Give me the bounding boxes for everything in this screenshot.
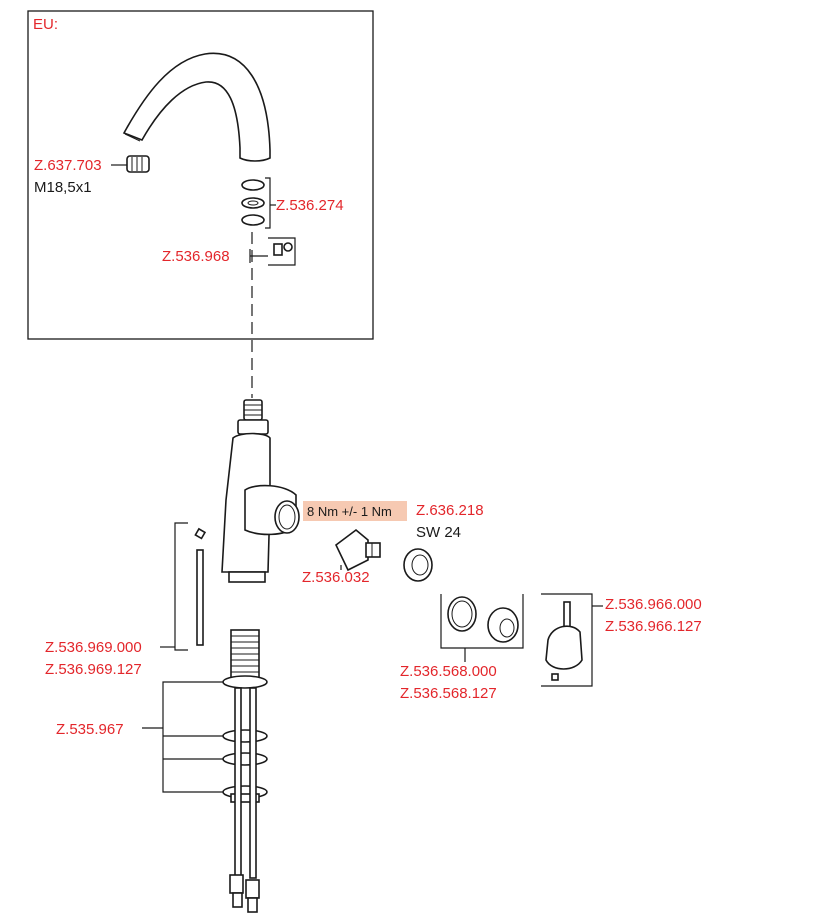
aerator-drawing (126, 155, 150, 173)
handle-part-number: Z.536.966.000 (605, 596, 702, 613)
top-connector-drawing (237, 399, 269, 435)
aerator-thread-size: M18,5x1 (34, 179, 92, 196)
cover-kit-part-number: Z.536.568.000 (400, 663, 497, 680)
cartridge-drawing (334, 528, 381, 572)
cartridge-nut-part-number: Z.636.218 (416, 502, 484, 519)
rod-kit-drawing (174, 522, 207, 651)
rod-kit-part-number-alt: Z.536.969.127 (45, 661, 142, 678)
wrench-size-label: SW 24 (416, 524, 461, 541)
supply-hoses-drawing (229, 687, 260, 913)
torque-badge (303, 501, 407, 521)
rod-kit-part-number: Z.536.969.000 (45, 639, 142, 656)
threaded-shank-drawing (230, 629, 260, 679)
torque-badge-label: 8 Nm +/- 1 Nm (307, 504, 392, 519)
handle-part-number-alt: Z.536.966.127 (605, 618, 702, 635)
fixing-kit-part-number: Z.535.967 (56, 721, 124, 738)
fixing-kit-drawing (222, 675, 268, 803)
seal-set-drawing (241, 179, 265, 226)
eu-inset-label: EU: (33, 16, 58, 33)
spout-drawing (122, 52, 271, 162)
aerator-part-number: Z.637.703 (34, 157, 102, 174)
cover-kit-drawing (440, 594, 524, 649)
nut-drawing (403, 548, 433, 582)
eu-inset-frame (27, 10, 374, 340)
cover-kit-part-number-alt: Z.536.568.127 (400, 685, 497, 702)
seal-set-part-number: Z.536.274 (276, 197, 344, 214)
cartridge-part-number: Z.536.032 (302, 569, 370, 586)
check-valve-part-number: Z.536.968 (162, 248, 230, 265)
mixer-body-drawing (221, 432, 300, 583)
check-valve-drawing (268, 237, 296, 266)
handle-drawing (541, 593, 593, 687)
